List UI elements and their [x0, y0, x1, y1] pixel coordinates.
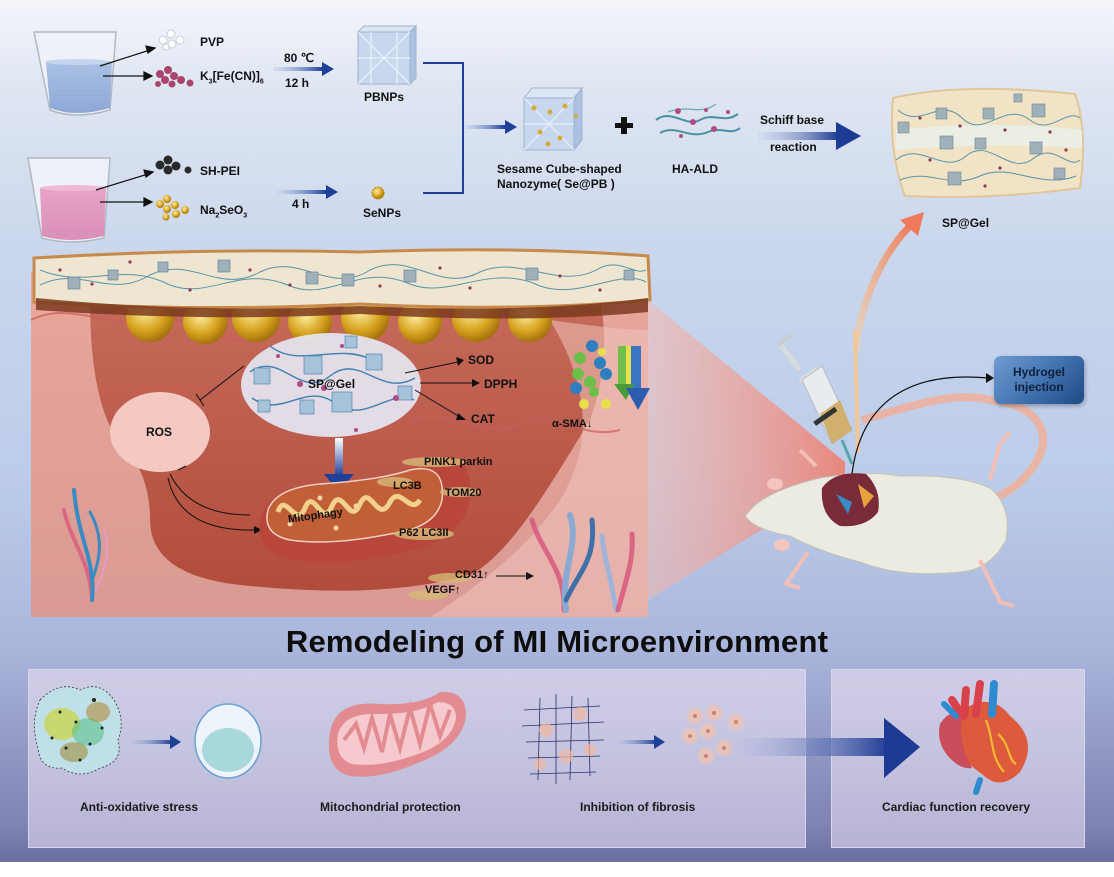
label-sod: SOD: [468, 353, 495, 367]
se-pb-cube-icon: [522, 86, 584, 152]
vessel-left-icon: [62, 488, 109, 602]
hydrogel-injection-box: Hydrogel injection: [994, 356, 1084, 404]
hydrogel-patch: [32, 248, 652, 319]
vegf-text: VEGF: [425, 584, 455, 596]
label-pvp: PVP: [200, 35, 225, 49]
vessel-right-icon: [529, 512, 635, 613]
panel1-arrowhead: [170, 735, 181, 749]
healthy-cell-icon: [194, 703, 262, 779]
label-time-4h: 4 h: [292, 197, 310, 211]
cd31-text: CD31: [455, 569, 484, 581]
label-pink1-parkin: PINK1 parkin: [424, 456, 493, 468]
label-senps: SeNPs: [363, 206, 402, 220]
label-ferricyanide: K3[Fe(CN)]6: [200, 69, 264, 86]
selenite-particles-icon: [156, 195, 189, 221]
label-nanozyme-line1: Sesame Cube-shaped: [497, 162, 622, 176]
hydrogel-injection-line2: injection: [1014, 380, 1064, 394]
label-tom20: TOM20: [445, 487, 482, 499]
outcome-fibrosis: Inhibition of fibrosis: [580, 800, 696, 814]
heart-icon: [939, 680, 1028, 795]
label-sp-gel-product: SP@Gel: [942, 216, 990, 230]
pvp-particles-icon: [158, 29, 185, 51]
ferricyanide-particles-icon: [155, 66, 194, 88]
label-lc3b: LC3B: [393, 480, 422, 492]
mechanism-arrows: [167, 361, 528, 577]
mitochondrion-icon: [259, 456, 480, 600]
panel3-arrowhead: [654, 735, 665, 749]
beaker-arrows: [95, 45, 157, 207]
ros-ellipse: [110, 392, 210, 472]
up-arrow-glyph: ↑: [454, 584, 461, 596]
arrow-80c-icon: [273, 62, 334, 76]
outcome-mito-protection: Mitochondrial protection: [320, 800, 461, 814]
label-selenite: Na2SeO3: [200, 203, 248, 220]
label-alpha-sma: α-SMA↓: [552, 418, 592, 430]
senps-icon: [371, 186, 385, 200]
syringe-icon: [776, 329, 860, 465]
injection-arrow: [851, 376, 989, 475]
outcome-cardiac-recovery: Cardiac function recovery: [882, 800, 1031, 814]
label-ha-ald: HA-ALD: [672, 162, 718, 176]
center-gel-ellipse: [241, 333, 421, 437]
alpha-sma-text: α-SMA: [552, 418, 587, 430]
mouse-icon: [744, 393, 1047, 608]
label-time-12h: 12 h: [285, 76, 310, 90]
orange-arrow-icon: [852, 212, 924, 351]
label-ros: ROS: [146, 425, 173, 439]
bottom-panel-graphics: [34, 680, 1028, 795]
fibroblast-cells-icon: [682, 705, 744, 764]
healthy-mitochondrion-icon: [328, 691, 466, 777]
label-pbnps: PBNPs: [364, 90, 405, 104]
label-p62-lc3ii: P62 LC3II: [399, 527, 449, 539]
panel3-arrow-shaft: [618, 740, 656, 744]
schiff-arrow-icon: [758, 122, 861, 150]
label-sh-pei: SH-PEI: [200, 164, 241, 178]
label-nanozyme-line2: Nanozyme( Se@PB ): [497, 177, 615, 191]
up-arrow-glyph: ↑: [483, 569, 489, 581]
merge-connector: [423, 62, 464, 194]
label-cat: CAT: [471, 412, 495, 426]
panel1-arrow-shaft: [132, 740, 172, 744]
fibrosis-mesh-icon: [521, 694, 605, 784]
plus-icon: [615, 117, 633, 134]
recovery-arrow-shaft: [730, 738, 890, 756]
sp-gel-hydrogel-icon: [890, 87, 1085, 198]
label-dpph: DPPH: [484, 377, 518, 391]
main-title: Remodeling of MI Microenvironment: [285, 624, 829, 659]
mechanism-arrowheads: [254, 357, 534, 580]
ha-ald-polymer-icon: [655, 103, 741, 138]
label-temp: 80 ℃: [284, 51, 315, 65]
beaker-blue-icon: [33, 31, 117, 116]
label-vegf: VEGF↑: [425, 584, 460, 596]
label-schiff-base: Schiff base: [760, 113, 825, 127]
label-reaction: reaction: [770, 140, 817, 154]
hydrogel-injection-line1: Hydrogel: [1012, 365, 1065, 379]
injection-arrowhead: [986, 373, 994, 383]
label-cd31: CD31↑: [455, 569, 489, 581]
sh-pei-particles-icon: [155, 155, 192, 175]
zoom-cone: [648, 300, 845, 600]
down-arrow-glyph: ↓: [586, 418, 593, 430]
arrow-to-nanozyme-icon: [465, 120, 517, 134]
pbnps-cube-icon: [356, 24, 418, 86]
beaker-pink-icon: [27, 157, 111, 243]
arrow-4h-icon: [278, 185, 338, 199]
label-center-gel: SP@Gel: [308, 377, 356, 391]
ros-cloud-icon: [34, 686, 122, 775]
outcome-anti-oxidative: Anti-oxidative stress: [80, 800, 199, 814]
alpha-sma-particles-icon: [570, 340, 650, 410]
recovery-arrowhead: [884, 718, 920, 778]
